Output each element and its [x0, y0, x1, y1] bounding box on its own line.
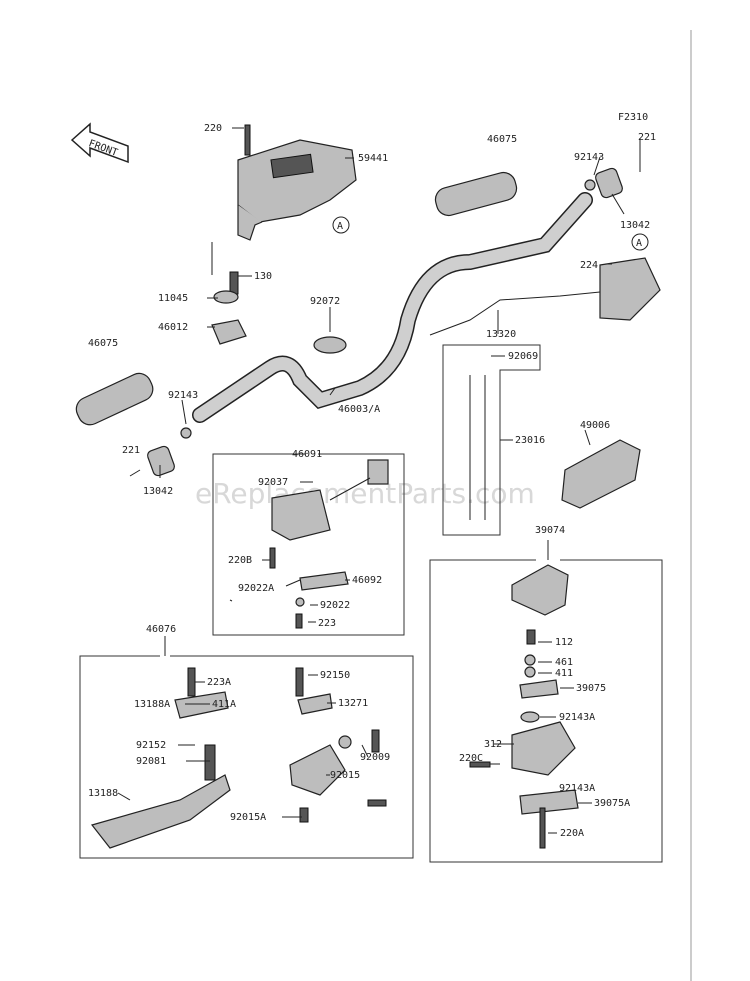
part-label: 411A — [212, 699, 236, 710]
watermark: eReplacementParts.com — [195, 477, 535, 510]
part-label: 223A — [207, 677, 231, 688]
part-label: 39074 — [535, 525, 565, 536]
part-label: 220 — [204, 123, 222, 134]
part-label: 220B — [228, 555, 252, 566]
part-label: 46091 — [292, 449, 322, 460]
callout-a-circle-right — [631, 233, 649, 251]
part-labels: 220 59441 46075 92143 221 13042 224 130 … — [88, 123, 656, 839]
part-label: 13320 — [486, 329, 516, 340]
part-label: 92022A — [238, 583, 274, 594]
throttle-case-box-39074 — [429, 559, 663, 863]
part-label: 92015 — [330, 770, 360, 781]
front-arrow-icon: FRONT — [70, 122, 129, 164]
part-label: 220C — [459, 753, 483, 764]
part-label: 461 — [555, 657, 573, 668]
part-label: 224 — [580, 260, 598, 271]
part-label: 92143A — [559, 783, 595, 794]
part-label: 46076 — [146, 624, 176, 635]
grip-right-part — [434, 171, 518, 217]
part-label: 59441 — [358, 153, 388, 164]
part-label: 92069 — [508, 351, 538, 362]
part-label: 39075 — [576, 683, 606, 694]
bar-end-left-part — [147, 427, 192, 477]
part-label: 23016 — [515, 435, 545, 446]
part-label: 92009 — [360, 752, 390, 763]
part-label: 130 — [254, 271, 272, 282]
clamp-assembly-part — [211, 271, 247, 345]
part-label: 92015A — [230, 812, 266, 823]
part-label: 223 — [318, 618, 336, 629]
part-label: 13271 — [338, 698, 368, 709]
callout-a-right: A — [636, 238, 642, 249]
leader-lines — [117, 127, 641, 834]
part-label: 92143A — [559, 712, 595, 723]
band-92072-part — [313, 336, 347, 354]
part-label: 46075 — [88, 338, 118, 349]
part-label: 13042 — [143, 486, 173, 497]
part-label: 220A — [560, 828, 584, 839]
part-label: 13188 — [88, 788, 118, 799]
part-label: 221 — [122, 445, 140, 456]
part-label: 92037 — [258, 477, 288, 488]
wiring-harness-box — [442, 344, 541, 536]
part-label: 39075A — [594, 798, 630, 809]
callout-a-top: A — [337, 221, 343, 232]
part-label: 92150 — [320, 670, 350, 681]
part-label: 221 — [638, 132, 656, 143]
part-label: 13188A — [134, 699, 170, 710]
part-label: 11045 — [158, 293, 188, 304]
figure-code: F2310 — [618, 112, 648, 123]
part-label: 92081 — [136, 756, 166, 767]
brake-lever-box-46076 — [79, 655, 414, 859]
part-label: 46092 — [352, 575, 382, 586]
switch-box-46091 — [212, 453, 405, 636]
part-label: 312 — [484, 739, 502, 750]
bar-end-right-part — [584, 167, 623, 199]
part-label: 92072 — [310, 296, 340, 307]
switch-housing-49006-part — [561, 439, 641, 509]
handlebar-cover-part — [237, 139, 357, 241]
part-label: 46012 — [158, 322, 188, 333]
part-label: 46003/A — [338, 404, 380, 415]
part-label: 411 — [555, 668, 573, 679]
part-label: 49006 — [580, 420, 610, 431]
handlebar-part — [192, 192, 593, 423]
part-label: 46075 — [487, 134, 517, 145]
part-label: 92152 — [136, 740, 166, 751]
part-label: 92022 — [320, 600, 350, 611]
throttle-lever-part — [429, 257, 661, 336]
part-label: 13042 — [620, 220, 650, 231]
callout-a-circle-top — [332, 216, 350, 234]
grip-left-part — [75, 372, 154, 426]
bolt-220-part — [244, 124, 251, 156]
part-label: 92143 — [574, 152, 604, 163]
part-label: 92143 — [168, 390, 198, 401]
part-label: 112 — [555, 637, 573, 648]
